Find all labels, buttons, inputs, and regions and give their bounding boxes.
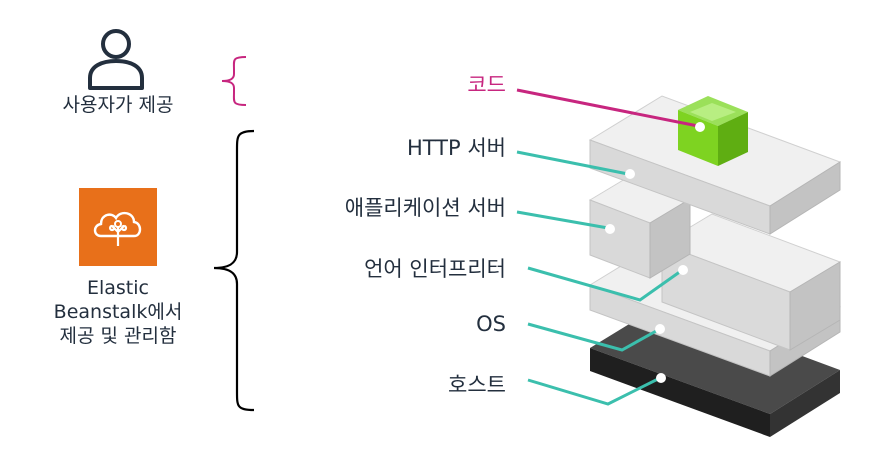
managed-caption: Elastic Beanstalk에서 제공 및 관리함 [18,276,218,348]
user-brace [221,56,247,106]
managed-brace [213,129,255,412]
managed-text: 제공 및 관리함 [59,325,177,347]
os-connector [527,322,659,352]
layer-label-os: OS [476,312,506,336]
product-name-line2: Beanstalk에서 [53,301,183,323]
layer-label-interpreter: 언어 인터프리터 [364,257,506,281]
host-connector [527,376,661,406]
app-server-layer [588,175,692,279]
http-connector [516,150,629,176]
layer-label-host: 호스트 [448,373,506,397]
code-connector [516,88,699,128]
layer-label-app-server: 애플리케이션 서버 [344,196,506,220]
layer-label-http-server: HTTP 서버 [406,136,506,160]
product-name-line1: Elastic [86,277,149,299]
layer-label-code: 코드 [467,73,506,97]
user-icon [88,29,144,90]
interpreter-connector [527,266,682,302]
user-caption: 사용자가 제공 [62,94,174,116]
elastic-beanstalk-icon [79,188,157,266]
app-connector [516,210,609,230]
